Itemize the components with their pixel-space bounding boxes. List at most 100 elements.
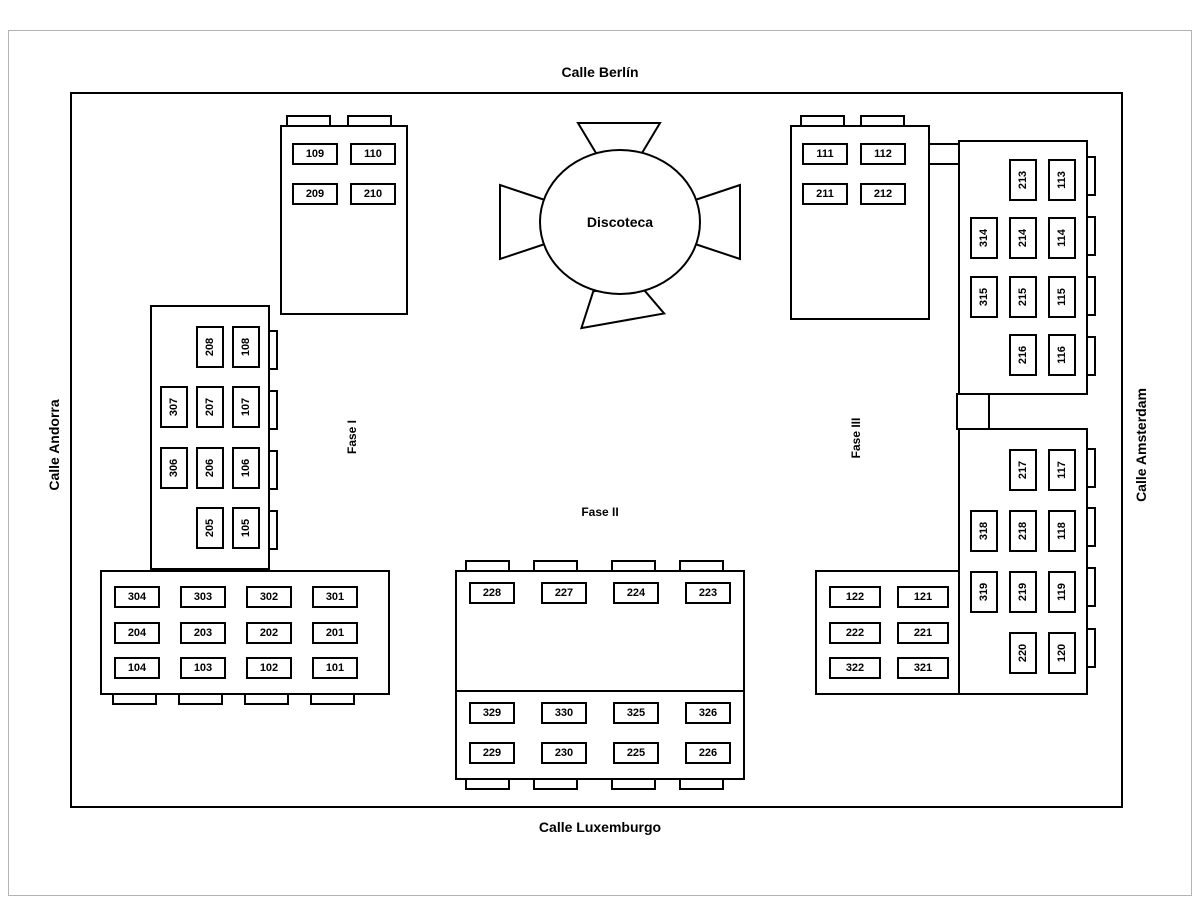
stall-number: 208 <box>203 337 216 356</box>
stall-211: 211 <box>802 183 848 205</box>
stall-number: 119 <box>1056 583 1068 601</box>
stall-spacer <box>160 507 188 549</box>
stall-number: 314 <box>977 229 990 248</box>
stall-number: 203 <box>193 626 213 639</box>
stall-number: 307 <box>167 398 180 417</box>
stall-225: 225 <box>613 742 659 764</box>
discoteca-label: Discoteca <box>587 214 653 230</box>
stall-221: 221 <box>897 621 949 644</box>
plan-outer-wall <box>70 92 1123 808</box>
stall-row: 209 210 <box>282 183 406 205</box>
disco-wedge-top <box>576 122 662 154</box>
stall-number: 213 <box>1016 170 1029 189</box>
stall-number: 210 <box>363 188 383 200</box>
stall-307: 307 <box>160 386 188 429</box>
stall-213: 213 <box>1009 158 1037 201</box>
stall-row: 216 116 <box>960 334 1086 377</box>
stall-121: 121 <box>897 585 949 608</box>
stall-number: 303 <box>193 590 213 603</box>
stall-number: 217 <box>1016 460 1029 480</box>
stall-number: 329 <box>482 707 502 719</box>
stall-number: 204 <box>127 626 147 639</box>
stall-319: 319 <box>970 571 998 613</box>
stall-number: 109 <box>305 148 325 160</box>
stall-209: 209 <box>292 183 338 205</box>
stall-number: 220 <box>1016 643 1029 663</box>
stall-226: 226 <box>685 742 731 764</box>
stall-314: 314 <box>970 217 998 260</box>
stall-number: 319 <box>977 582 990 602</box>
stall-number: 219 <box>1016 582 1029 602</box>
stall-315: 315 <box>970 275 998 318</box>
stall-302: 302 <box>246 585 292 608</box>
street-label-north: Calle Berlín <box>561 64 639 80</box>
stall-204: 204 <box>114 621 160 644</box>
street-label-south: Calle Luxemburgo <box>538 819 662 835</box>
stall-number: 330 <box>554 707 574 719</box>
stall-row: 211 212 <box>792 183 928 205</box>
stall-118: 118 <box>1048 510 1076 552</box>
stall-102: 102 <box>246 657 292 680</box>
stall-number: 116 <box>1056 346 1068 365</box>
stall-row: 220 120 <box>960 632 1086 674</box>
stall-row: 222 221 <box>817 621 958 644</box>
stall-number: 226 <box>698 747 718 759</box>
stall-number: 108 <box>239 337 252 356</box>
stall-grid-center-top: 228 227 224 223 <box>457 572 743 690</box>
stall-number: 211 <box>816 188 834 200</box>
stall-grid-right-lower: 217 117 318 218 118 319 219 119 220 120 <box>960 430 1086 693</box>
stall-number: 102 <box>259 662 279 675</box>
stall-number: 113 <box>1056 170 1068 189</box>
phase-label-fase3: Fase III <box>849 417 863 459</box>
stall-row: 229 230 225 226 <box>457 742 743 764</box>
stall-number: 223 <box>698 587 718 599</box>
stall-number: 206 <box>203 458 216 477</box>
stall-229: 229 <box>469 742 515 764</box>
stall-number: 318 <box>977 521 990 541</box>
stall-230: 230 <box>541 742 587 764</box>
stall-number: 209 <box>305 188 325 200</box>
stall-number: 325 <box>626 707 646 719</box>
stall-spacer <box>970 449 998 491</box>
stall-220: 220 <box>1009 632 1037 674</box>
stall-row: 228 227 224 223 <box>457 582 743 604</box>
stall-number: 118 <box>1056 522 1068 540</box>
stall-206: 206 <box>196 446 224 489</box>
stall-214: 214 <box>1009 217 1037 260</box>
stall-number: 216 <box>1016 346 1029 365</box>
street-label-west: Calle Andorra <box>46 399 62 491</box>
stall-number: 224 <box>626 587 646 599</box>
stall-spacer <box>160 326 188 368</box>
stall-108: 108 <box>232 325 260 368</box>
stall-222: 222 <box>829 621 881 644</box>
stall-number: 215 <box>1016 287 1029 306</box>
stall-number: 107 <box>239 398 252 417</box>
stall-205: 205 <box>196 507 224 550</box>
stall-number: 105 <box>239 519 252 538</box>
stall-spacer <box>970 632 998 674</box>
stall-218: 218 <box>1009 510 1037 552</box>
block-connector <box>956 393 990 430</box>
stall-207: 207 <box>196 386 224 429</box>
stall-203: 203 <box>180 621 226 644</box>
stall-number: 120 <box>1055 643 1068 663</box>
stall-212: 212 <box>860 183 906 205</box>
stall-228: 228 <box>469 582 515 604</box>
stall-number: 117 <box>1056 461 1068 479</box>
stall-number: 229 <box>482 747 502 759</box>
stall-219: 219 <box>1009 571 1037 613</box>
stall-227: 227 <box>541 582 587 604</box>
stall-spacer <box>970 159 998 201</box>
stall-number: 112 <box>874 148 892 160</box>
stall-224: 224 <box>613 582 659 604</box>
